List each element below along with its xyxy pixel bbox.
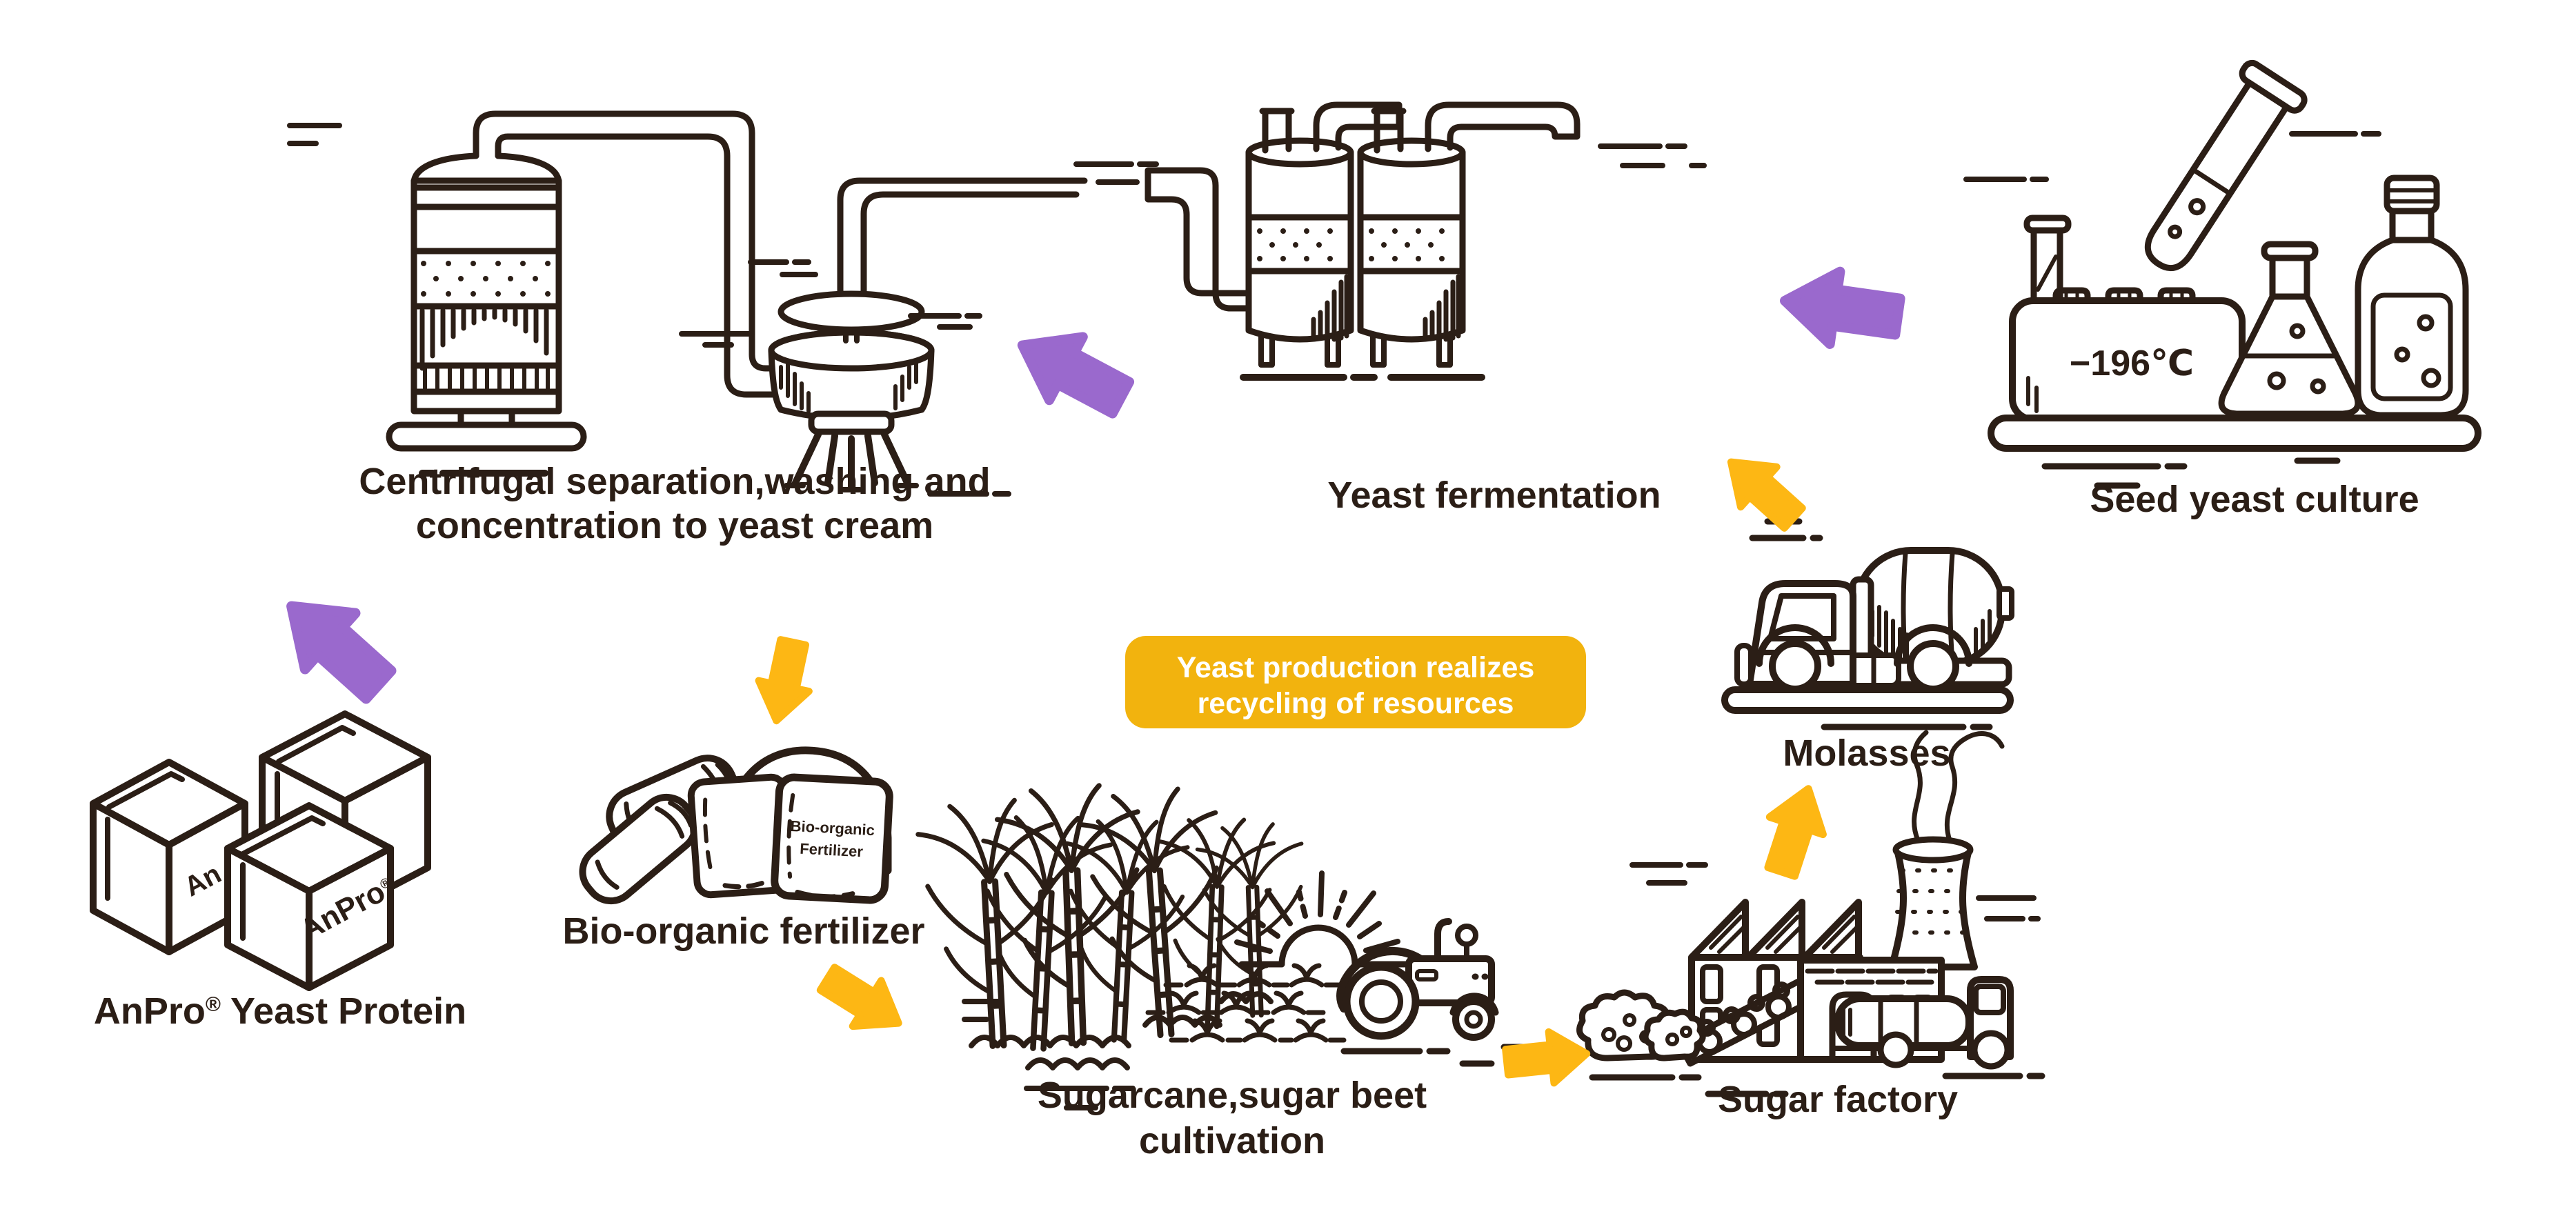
tank2-vent-pipe [1425,101,1581,152]
caption-sugar-factory: Sugar factory [1718,1079,1958,1120]
arrow-centrifugal-to-fertilizer [751,637,818,726]
cryo-container-icon [2009,215,2246,423]
ground-dashes [1589,1073,2045,1097]
arrow-fertilizer-to-sugarcane [813,956,913,1046]
inlet-pipe [1145,167,1252,312]
seed-yeast-culture-icon [1963,59,2481,489]
speed-dashes [287,123,1011,497]
smoke [1912,730,2005,843]
tractor-icon [1336,918,1499,1041]
arrow-centrifugal-to-anpro [266,578,404,712]
caption-centrifugal-line-2: concentration to yeast cream [416,505,933,546]
cryo-temperature-label: −196℃ [2070,343,2194,383]
bottle-icon [2355,175,2469,419]
shelf [1988,415,2481,452]
badge-background [1125,636,1586,728]
wheel [1769,640,1821,692]
sugar-factory-icon [1576,730,2045,1097]
centrifuge-icon [768,177,1088,492]
speed-dashes [1073,143,1707,185]
caption-fermentation: Yeast fermentation [1327,475,1661,516]
fermentation-tanks-icon [1073,101,1707,381]
wheel [1907,640,1959,692]
bag-label-line-2: Fertilizer [800,840,864,861]
caption-centrifugal-line-1: Centrifugal separation,washing and [359,461,990,502]
caption-molasses: Molasses [1783,732,1950,774]
ground-dashes [2041,457,2341,489]
arrow-sugarcane-to-factory [1504,1028,1589,1088]
seedling-row [1169,1018,1347,1043]
badge-line-1: Yeast production realizes [1177,651,1535,684]
pipe [473,110,782,372]
box-back-left [90,759,248,955]
caption-sugarcane-line-1: Sugarcane,sugar beet [1038,1075,1427,1116]
ground-dashes [962,999,1136,1110]
badge-line-2: recycling of resources [1198,687,1514,720]
anpro-boxes-icon: An [90,710,431,991]
arrow-factory-to-molasses [1755,780,1835,880]
tank1-vent-pipe [1313,101,1403,152]
caption-sugarcane-line-2: cultivation [1139,1120,1325,1162]
pipe [495,133,782,398]
recycling-badge: Yeast production realizes recycling of r… [1125,636,1586,728]
sugarcane-field-icon [917,784,1540,1110]
separation-tank-icon [386,152,587,477]
cooling-tower-icon [1888,836,1978,970]
caption-seed-culture: Seed yeast culture [2090,479,2419,520]
seedling-row [1145,990,1326,1015]
ground-bar [1721,686,2014,714]
caption-anpro: AnPro® Yeast Protein [94,990,466,1032]
fertilizer-bags-icon: Bio-organic Fertilizer [579,746,893,905]
box-front [224,802,394,991]
caption-fertilizer: Bio-organic fertilizer [562,910,924,952]
arrow-seed-to-fermentation [1780,265,1903,353]
arrow-fermentation-to-centrifugal [1005,314,1138,430]
factory-truck-icon [1831,976,2014,1070]
bag-front-left [687,773,795,899]
beet-pile-icon [1576,989,1706,1061]
speed-dashes [1629,862,2041,921]
ground-dashes [1340,1044,1540,1067]
molasses-truck-icon [1721,518,2014,730]
centrifugal-separator-icon [287,110,1088,497]
speed-dashes [1963,131,2381,182]
bag-front-labeled: Bio-organic Fertilizer [771,773,893,904]
seedling-row [1163,963,1344,988]
test-tube-icon [2145,59,2308,272]
ground-scallops [969,991,1274,1070]
